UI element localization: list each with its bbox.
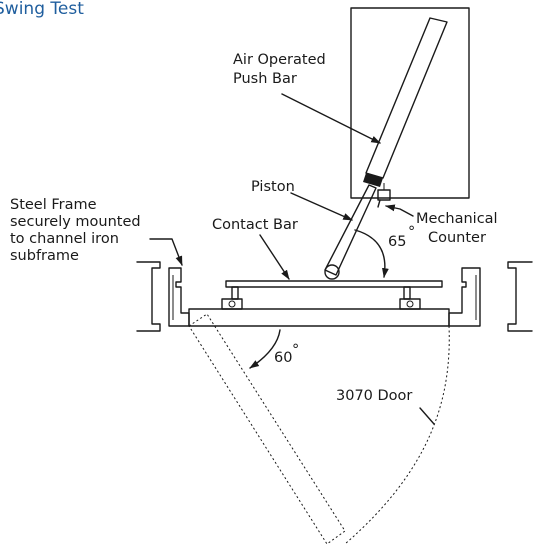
counter-mount [377, 199, 381, 208]
label-push-angle: 65 [388, 234, 406, 250]
leader-door [419, 407, 435, 425]
label-channel-iron: to channel iron [10, 231, 119, 247]
label-push-angle-degree: ° [408, 224, 415, 240]
label-contact-bar: Contact Bar [212, 217, 298, 233]
leader-contact-bar [259, 234, 290, 280]
left-channel-iron [136, 261, 161, 332]
door-angle-arc [249, 329, 281, 369]
push-bar-enclosure [350, 7, 470, 199]
right-steel-frame [448, 267, 481, 327]
label-subframe: subframe [10, 248, 79, 264]
contact-bar-standoff-left [231, 286, 239, 300]
label-steel-frame: Steel Frame [10, 197, 97, 213]
contact-bar-standoff-right [403, 286, 411, 300]
push-bar-cylinder [365, 17, 448, 179]
piston-tip [324, 264, 340, 280]
label-counter: Counter [428, 230, 486, 246]
piston-rod [324, 184, 377, 276]
label-door-angle-degree: ° [292, 342, 299, 358]
door-open-position [188, 313, 346, 545]
label-door: 3070 Door [336, 388, 412, 404]
bolt-right [406, 300, 414, 308]
label-mechanical: Mechanical [416, 211, 498, 227]
push-bar-collar [363, 173, 383, 187]
leader-steel-frame [149, 238, 183, 266]
diagram-title: Swing Test [0, 0, 84, 19]
door-swing-arc [344, 325, 450, 545]
leader-push-bar [281, 93, 381, 144]
label-piston: Piston [251, 179, 295, 195]
label-air-operated: Air Operated [233, 52, 326, 68]
leader-mechanical-counter [385, 204, 414, 217]
label-securely-mounted: securely mounted [10, 214, 141, 230]
left-steel-frame [168, 267, 190, 327]
leader-piston [290, 192, 353, 221]
contact-bar [225, 280, 443, 288]
push-angle-arc [354, 229, 389, 278]
label-door-angle: 60 [274, 350, 292, 366]
right-channel-iron [507, 261, 533, 332]
door-closed [188, 308, 450, 327]
label-push-bar: Push Bar [233, 71, 297, 87]
bolt-left [228, 300, 236, 308]
